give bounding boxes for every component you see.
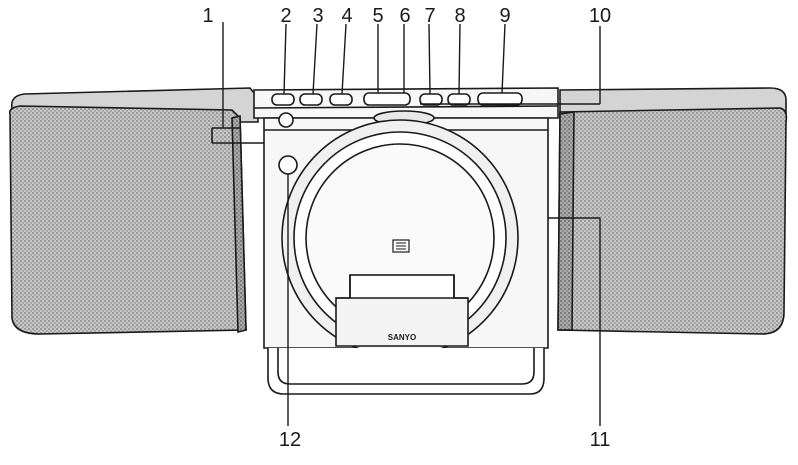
leader-lines (222, 22, 601, 426)
button-3[interactable] (299, 93, 323, 106)
callout-10: 10 (589, 5, 611, 27)
button-9[interactable] (477, 92, 523, 106)
callout-11: 11 (590, 429, 611, 451)
right-speaker (557, 87, 788, 335)
cd-unit (253, 87, 559, 395)
top-buttons (271, 92, 523, 106)
left-speaker (8, 87, 268, 335)
stand (267, 348, 545, 395)
callout-7: 7 (424, 5, 435, 27)
callout-3: 3 (312, 5, 323, 27)
callout-6: 6 (399, 5, 410, 27)
button-5[interactable] (363, 92, 411, 106)
callout-9: 9 (499, 5, 510, 27)
button-7[interactable] (419, 93, 443, 106)
callout-5: 5 (372, 5, 383, 27)
button-4[interactable] (329, 93, 353, 106)
button-2[interactable] (271, 93, 295, 106)
brand-label: SANYO (388, 333, 416, 342)
callout-12: 12 (279, 429, 301, 451)
callout-1: 1 (202, 5, 213, 27)
callout-2: 2 (280, 5, 291, 27)
disc-logo (392, 239, 410, 253)
callouts: 1 2 3 4 5 6 7 8 9 10 11 12 (202, 5, 611, 451)
callout-4: 4 (341, 5, 352, 27)
dial-knob[interactable] (278, 112, 294, 128)
callout-8: 8 (454, 5, 465, 27)
remote-sensor (278, 155, 298, 175)
